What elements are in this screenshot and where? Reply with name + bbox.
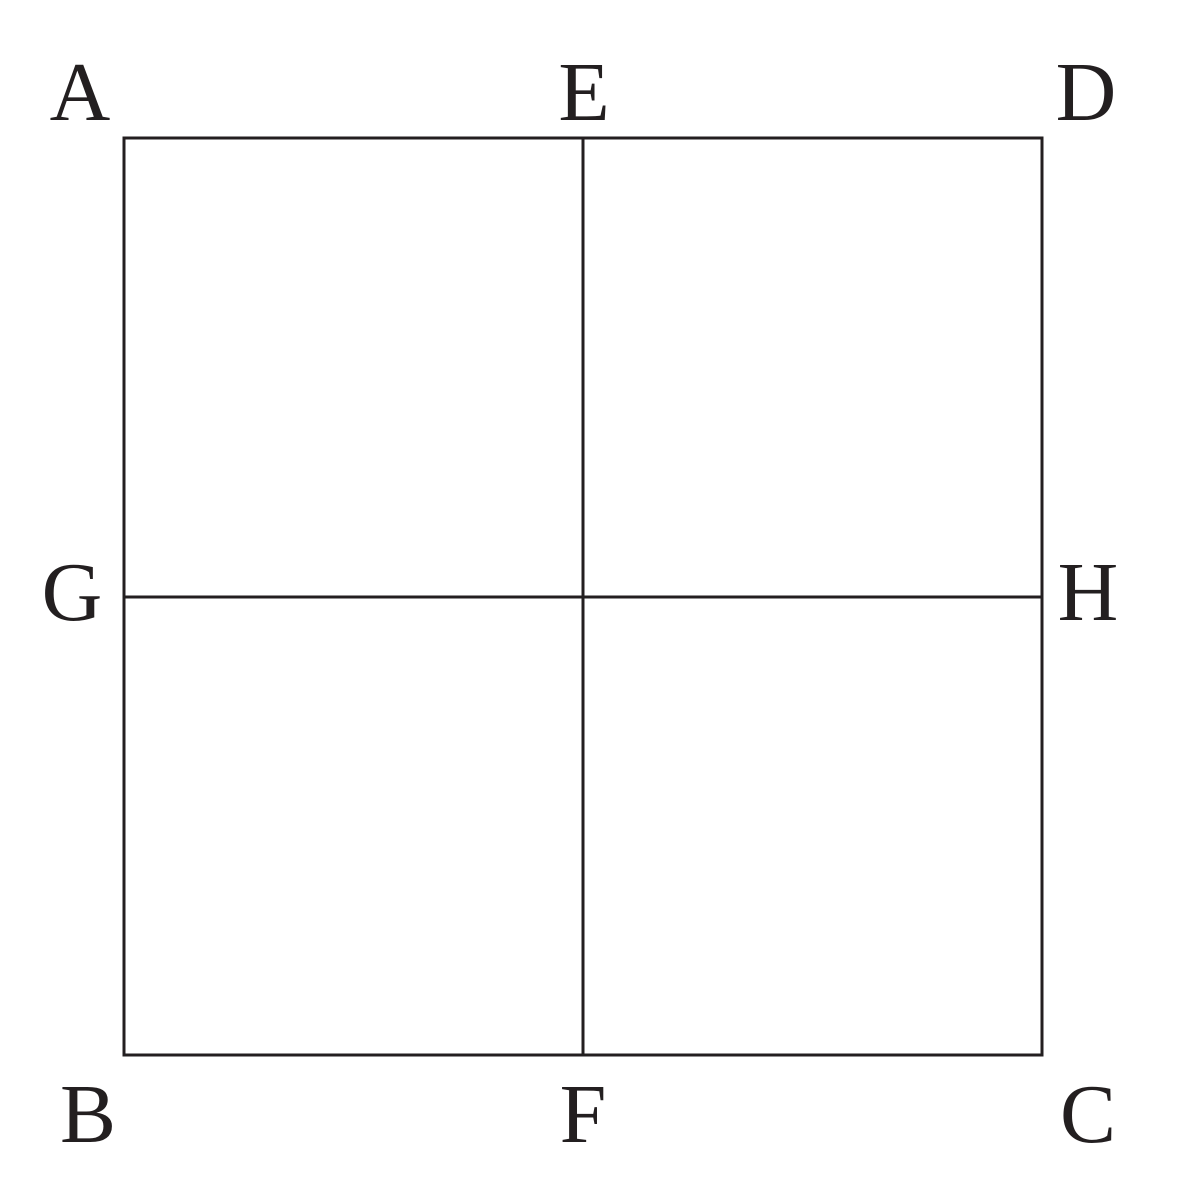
label-h: H — [1058, 546, 1119, 639]
label-g: G — [42, 546, 103, 639]
label-d: D — [1056, 46, 1117, 139]
label-c: C — [1060, 1068, 1116, 1161]
label-e: E — [558, 46, 609, 139]
label-a: A — [50, 46, 111, 139]
label-b: B — [60, 1068, 116, 1161]
label-f: F — [560, 1068, 607, 1161]
